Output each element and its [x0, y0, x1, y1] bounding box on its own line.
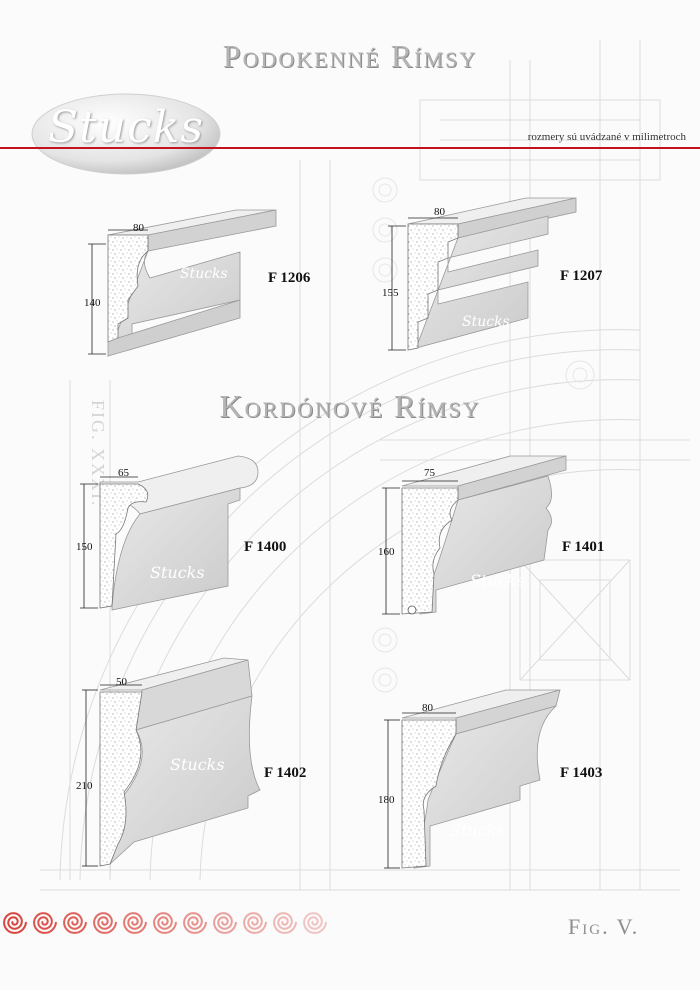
f1401-width-label: 75: [424, 467, 435, 479]
profile-f1403: Stucks: [384, 689, 561, 869]
fig-label: Fig. V.: [568, 914, 640, 939]
profile-f1402-logo: Stucks: [170, 755, 225, 774]
f1400-height-label: 150: [76, 541, 93, 553]
profile-f1206-logo: Stucks: [180, 266, 228, 282]
f1207-height-label: 155: [382, 287, 399, 299]
f1400-width-label: 65: [118, 467, 129, 479]
f1401-height-label: 160: [378, 546, 395, 558]
spiral-motif: [63, 912, 87, 934]
spiral-motif: [123, 912, 147, 934]
f1402-width-label: 50: [116, 676, 127, 688]
spiral-motif: [3, 912, 27, 934]
side-fig-label: FIG. XXXI.: [88, 400, 108, 508]
f1403-code: F 1403: [560, 765, 603, 781]
spiral-motif: [183, 912, 207, 934]
logo-oval: [31, 93, 221, 175]
spiral-motif: [273, 912, 297, 934]
spiral-wave-border: [3, 912, 327, 934]
profile-f1206: Stucks: [88, 209, 277, 358]
section-title-cordon: Kordónové Rímsy: [219, 388, 481, 424]
f1402-height-label: 210: [76, 780, 93, 792]
f1400-code: F 1400: [244, 539, 287, 555]
profile-f1401: Stucks: [382, 455, 567, 615]
f1403-height-label: 180: [378, 794, 395, 806]
f1207-code: F 1207: [560, 268, 603, 284]
units-note: rozmery sú uvádzané v milimetroch: [527, 131, 686, 143]
f1207-width-label: 80: [434, 206, 445, 218]
f1401-code: F 1401: [562, 539, 605, 555]
section-title-sill: Podokenné Rímsy: [222, 38, 478, 74]
logo-text: Stucks: [47, 102, 205, 153]
profile-f1400: Stucks: [80, 455, 259, 611]
f1403-width-label: 80: [422, 702, 433, 714]
spiral-motif: [243, 912, 267, 934]
spiral-motif: [93, 912, 117, 934]
f1206-height-label: 140: [84, 297, 101, 309]
profile-f1207-logo: Stucks: [462, 314, 510, 330]
spiral-motif: [213, 912, 237, 934]
profile-f1403-logo: Stucks: [450, 821, 505, 840]
company-logo: Stucks: [28, 88, 224, 178]
spiral-motif: [153, 912, 177, 934]
spiral-motif: [33, 912, 57, 934]
f1402-code: F 1402: [264, 765, 307, 781]
f1206-width-label: 80: [133, 222, 144, 234]
f1206-code: F 1206: [268, 270, 311, 286]
profile-f1400-logo: Stucks: [150, 563, 205, 582]
profile-f1207: Stucks: [388, 197, 577, 351]
header-red-rule: [0, 147, 700, 149]
spiral-motif: [303, 912, 327, 934]
profile-f1402: Stucks: [82, 657, 261, 867]
profile-f1401-logo: Stucks: [470, 571, 525, 590]
